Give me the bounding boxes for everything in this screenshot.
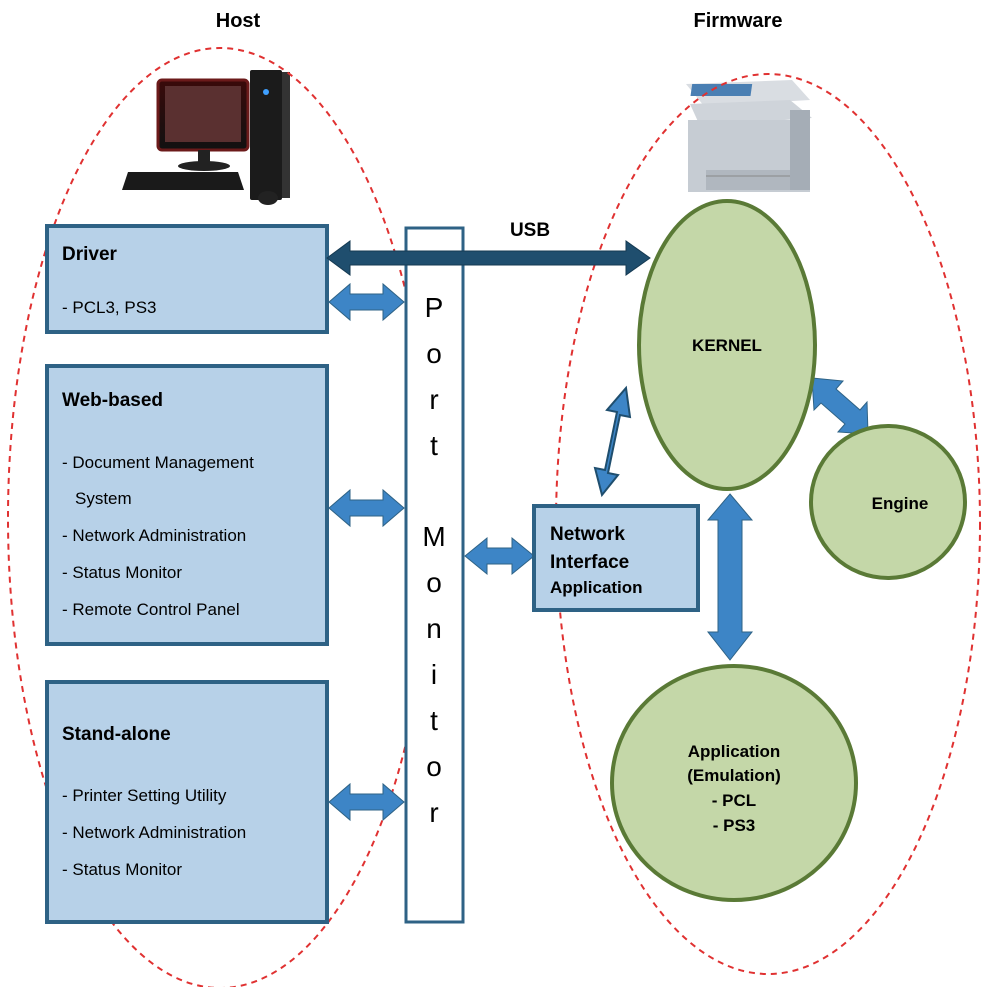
engine-circle [809, 424, 967, 580]
driver-title: Driver [62, 244, 118, 265]
firmware-title: Firmware [694, 10, 783, 32]
web-based-title: Web-based [62, 390, 163, 411]
network-interface-line: Network [550, 524, 625, 545]
web-based-box [45, 364, 329, 646]
standalone-port-arrow [328, 782, 405, 822]
driver-item: - PCL3, PS3 [62, 298, 157, 317]
port-monitor-letter: o [426, 338, 442, 369]
port-network-arrow [464, 536, 535, 576]
network-interface-line: Interface [550, 552, 629, 573]
port-monitor-label: P o r t M o n i t o r [422, 292, 445, 828]
stand-alone-item: - Network Administration [62, 823, 246, 842]
port-monitor-letter: o [426, 751, 442, 782]
stand-alone-title: Stand-alone [62, 724, 171, 745]
host-title: Host [216, 10, 261, 32]
driver-port-arrow [328, 282, 405, 322]
usb-label: USB [510, 220, 550, 241]
stand-alone-item: - Printer Setting Utility [62, 786, 227, 805]
web-based-item: - Status Monitor [62, 563, 182, 582]
web-based-item: - Remote Control Panel [62, 600, 240, 619]
web-based-item: System [75, 489, 132, 508]
driver-box [45, 224, 329, 334]
port-monitor-letter: M [422, 521, 445, 552]
network-interface-box [532, 504, 700, 612]
network-interface-line: Application [550, 578, 643, 597]
port-monitor-letter: t [430, 430, 438, 461]
web-based-item: - Document Management [62, 453, 254, 472]
application-line: - PS3 [713, 816, 756, 835]
engine-label: Engine [872, 494, 929, 513]
kernel-engine-arrow [811, 377, 869, 435]
network-kernel-arrow [593, 385, 632, 498]
application-line: Application [688, 742, 781, 761]
application-circle [610, 664, 858, 902]
application-line: (Emulation) [687, 766, 781, 785]
port-monitor-letter: r [429, 797, 438, 828]
port-monitor-letter: o [426, 567, 442, 598]
port-monitor-letter: i [431, 659, 437, 690]
port-monitor-letter: t [430, 705, 438, 736]
desktop-computer-icon [122, 70, 290, 205]
web-based-item: - Network Administration [62, 526, 246, 545]
port-monitor-column [404, 226, 465, 924]
kernel-application-arrow [706, 493, 754, 661]
port-monitor-letter: P [425, 292, 444, 323]
application-line: - PCL [712, 791, 756, 810]
port-monitor-letter: r [429, 384, 438, 415]
kernel-circle [637, 199, 817, 491]
stand-alone-box [45, 680, 329, 924]
firmware-boundary [555, 73, 981, 975]
port-monitor-letter: n [426, 613, 442, 644]
stand-alone-item: - Status Monitor [62, 860, 182, 879]
kernel-label: KERNEL [692, 336, 762, 355]
printer-icon [686, 80, 812, 192]
web-port-arrow [328, 488, 405, 528]
usb-arrow [326, 240, 651, 276]
